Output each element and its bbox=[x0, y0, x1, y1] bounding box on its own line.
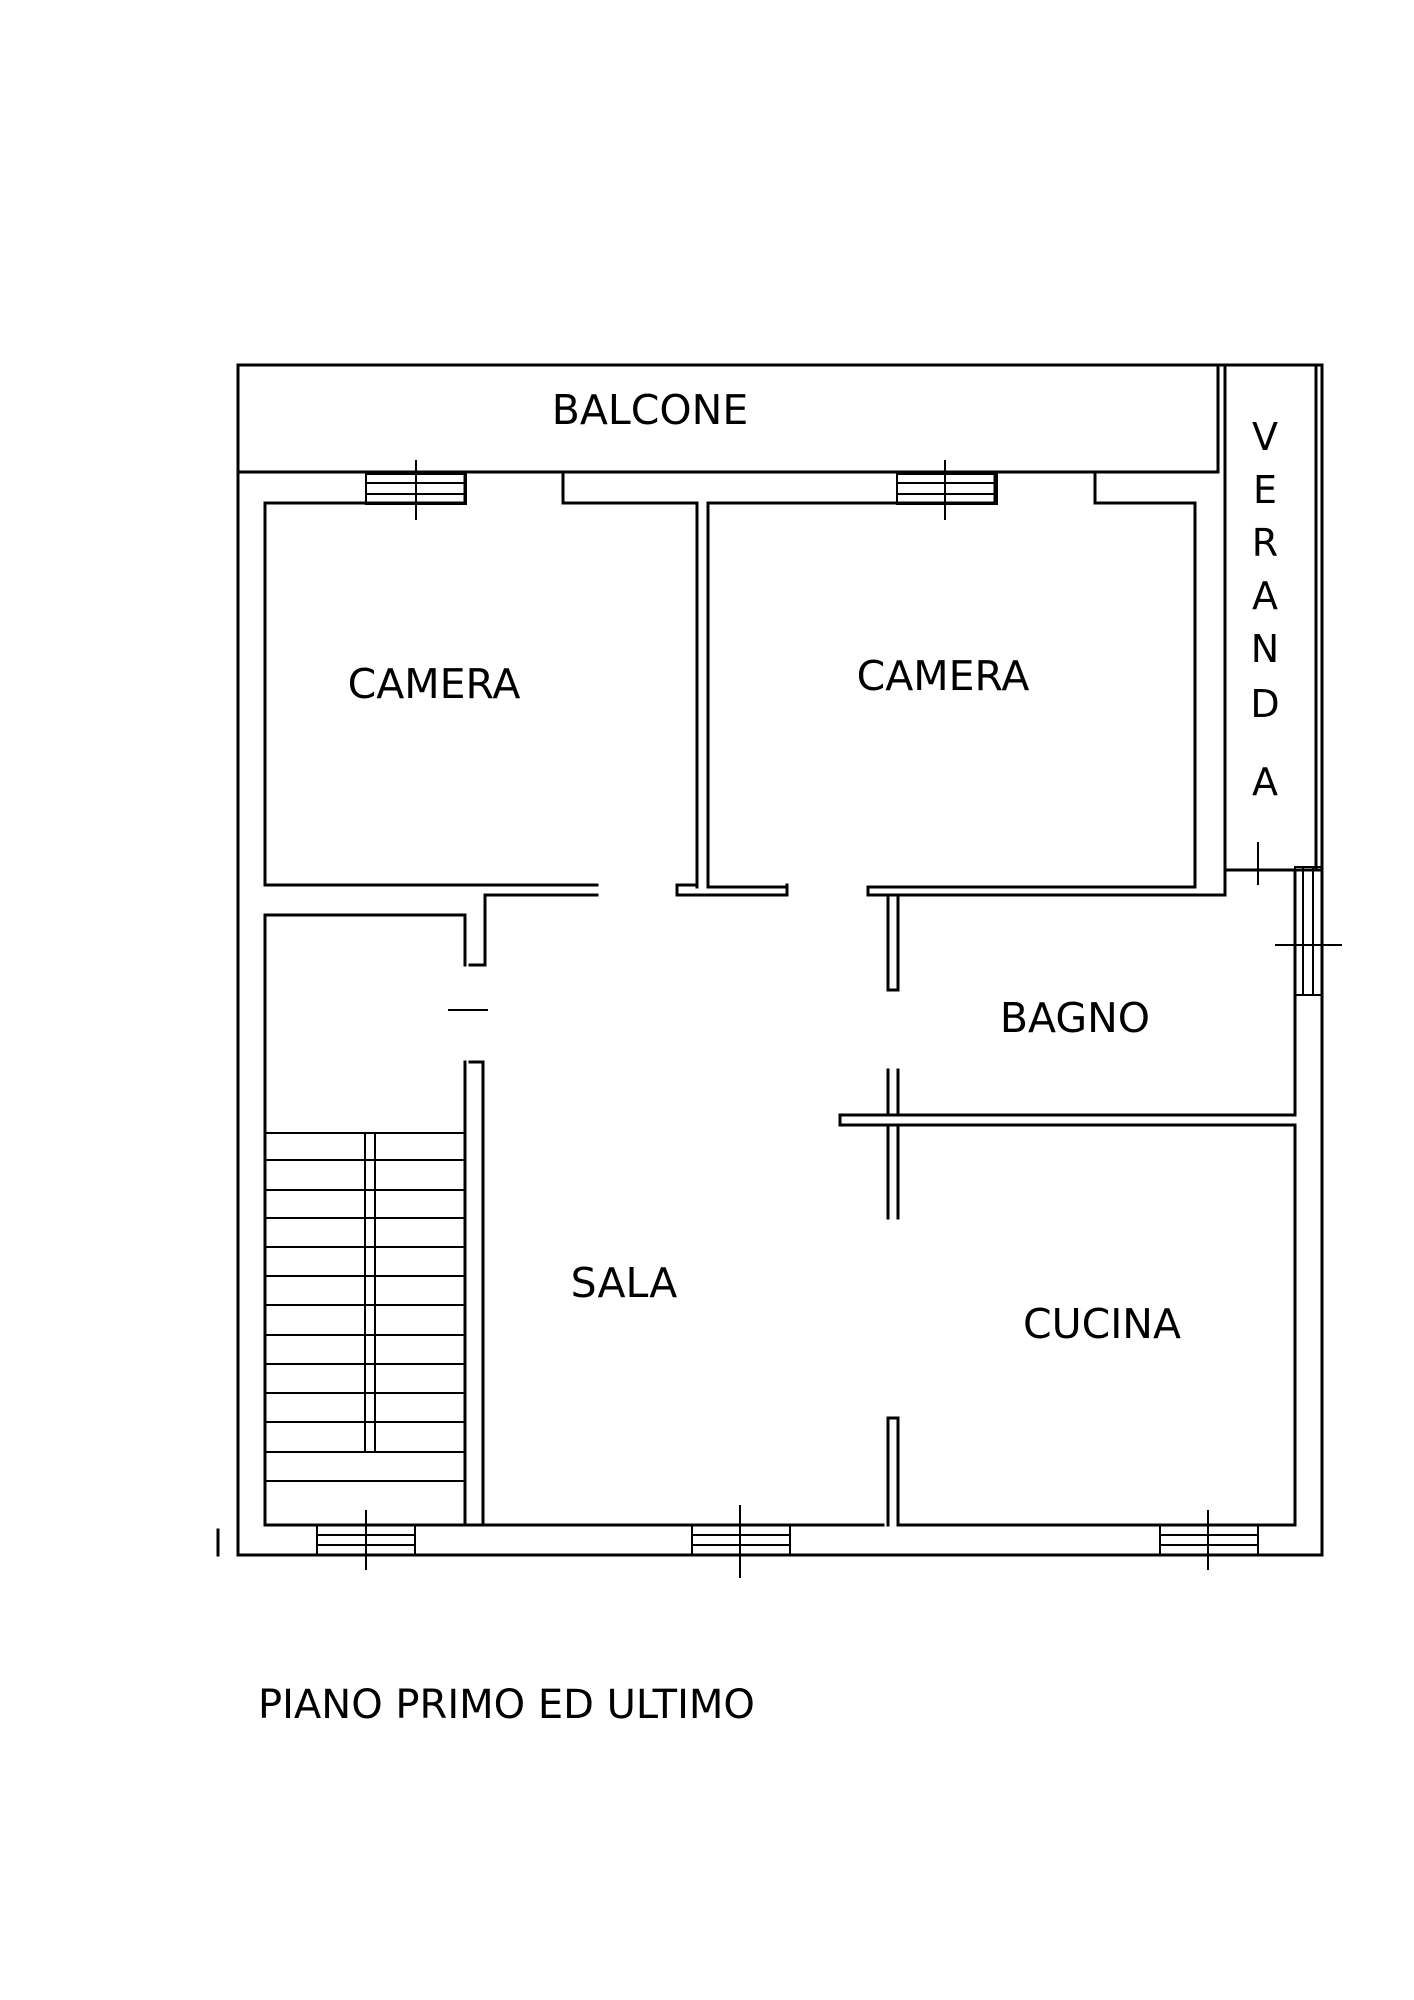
room-label-veranda: V E R A N D A bbox=[1250, 415, 1279, 804]
veranda-letter: A bbox=[1252, 760, 1278, 804]
veranda-letter: D bbox=[1250, 682, 1279, 726]
window-cucina bbox=[1159, 1510, 1259, 1570]
veranda-letter: R bbox=[1252, 521, 1278, 565]
window-bagno bbox=[1257, 842, 1342, 996]
window-camera-right bbox=[896, 460, 998, 520]
veranda-letter: N bbox=[1251, 627, 1279, 671]
window-sala bbox=[691, 1505, 791, 1578]
window-camera-left bbox=[365, 460, 467, 520]
balcone-outline bbox=[236, 363, 1324, 872]
room-label-camera-right: CAMERA bbox=[857, 652, 1030, 700]
room-label-camera-left: CAMERA bbox=[348, 660, 521, 708]
plan-caption: PIANO PRIMO ED ULTIMO bbox=[258, 1682, 755, 1728]
interior-walls bbox=[263, 501, 1297, 1527]
room-label-bagno: BAGNO bbox=[1000, 994, 1150, 1042]
veranda-letter: V bbox=[1252, 415, 1278, 459]
room-label-balcone: BALCONE bbox=[552, 386, 749, 434]
staircase bbox=[265, 1132, 465, 1482]
veranda-letter: A bbox=[1252, 574, 1278, 618]
room-label-cucina: CUCINA bbox=[1023, 1300, 1181, 1348]
window-stair bbox=[316, 1510, 416, 1570]
veranda-letter: E bbox=[1253, 468, 1277, 512]
room-label-sala: SALA bbox=[571, 1259, 678, 1307]
